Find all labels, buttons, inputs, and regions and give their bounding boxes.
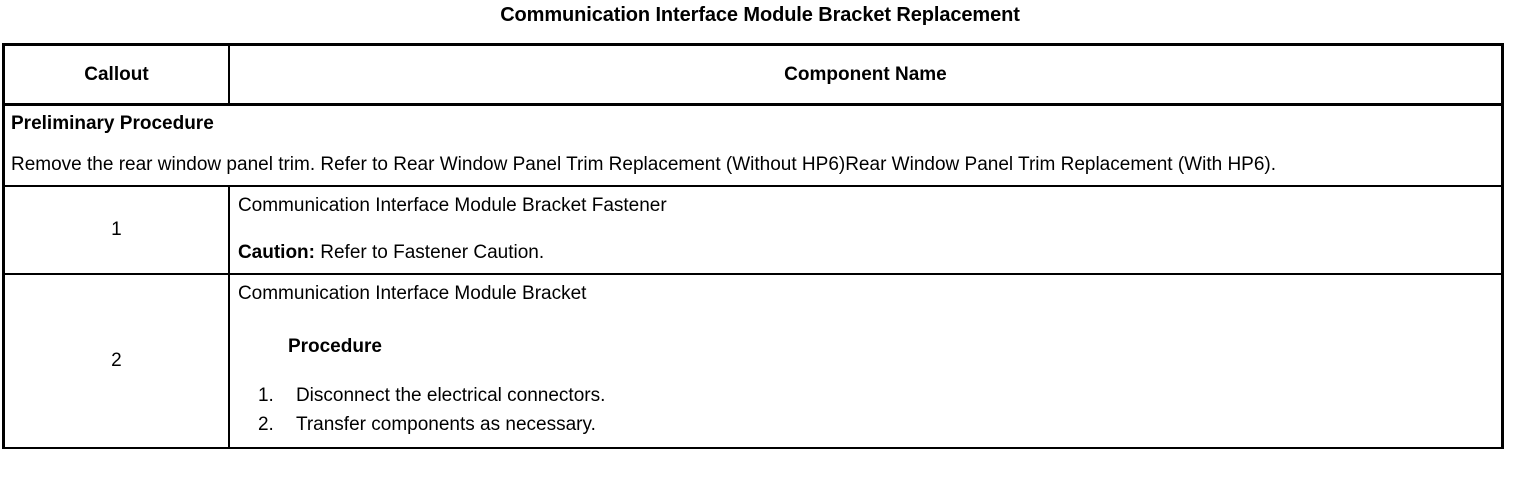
- page-title: Communication Interface Module Bracket R…: [500, 4, 1020, 26]
- caution-text: Refer to Fastener Caution.: [320, 242, 545, 263]
- preliminary-procedure-row: Preliminary Procedure Remove the rear wi…: [3, 104, 1503, 187]
- caution-note: Caution: Refer to Fastener Caution.: [238, 219, 1495, 265]
- preliminary-procedure-cell: Preliminary Procedure Remove the rear wi…: [3, 104, 1503, 187]
- callout-number: 1: [3, 186, 230, 275]
- procedure-step-list: Disconnect the electrical connectors. Tr…: [238, 359, 1495, 439]
- component-cell: Communication Interface Module Bracket P…: [228, 274, 1503, 449]
- component-name-text: Communication Interface Module Bracket F…: [237, 195, 667, 216]
- component-name-text: Communication Interface Module Bracket: [237, 283, 587, 304]
- list-item: Disconnect the electrical connectors.: [258, 381, 606, 410]
- table-row: 2 Communication Interface Module Bracket…: [3, 274, 1503, 449]
- procedure-heading: Procedure: [287, 336, 382, 357]
- callout-number: 2: [3, 274, 230, 449]
- component-cell: Communication Interface Module Bracket F…: [228, 186, 1503, 275]
- table-row: 1 Communication Interface Module Bracket…: [3, 186, 1503, 275]
- list-item: Transfer components as necessary.: [258, 410, 596, 439]
- preliminary-procedure-heading: Preliminary Procedure: [11, 113, 214, 134]
- table-header-row: Callout Component Name: [3, 44, 1503, 106]
- preliminary-procedure-body: Remove the rear window panel trim. Refer…: [11, 154, 1277, 175]
- caution-label: Caution:: [237, 242, 321, 263]
- procedure-table: Callout Component Name Preliminary Proce…: [2, 43, 1504, 449]
- column-header-callout: Callout: [3, 44, 230, 106]
- column-header-component-name: Component Name: [228, 44, 1503, 106]
